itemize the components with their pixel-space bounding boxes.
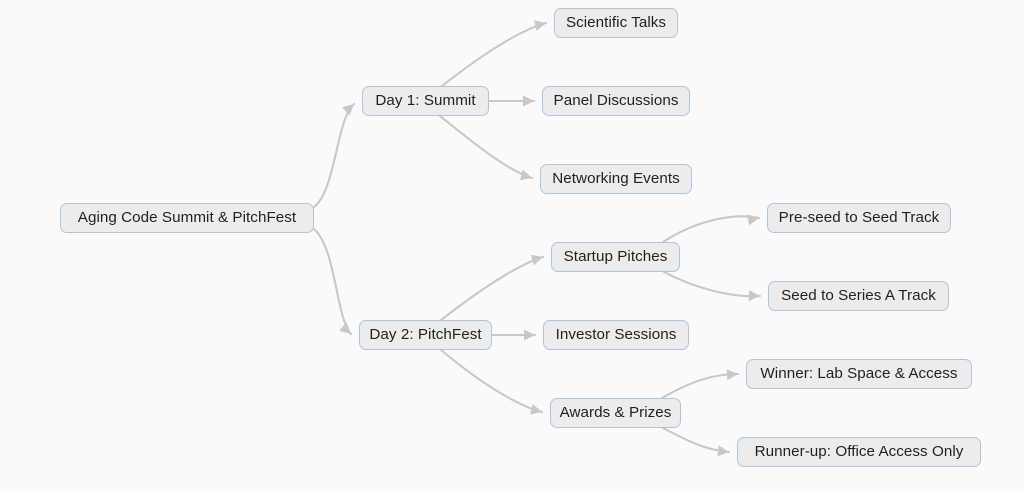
edge-day1-to-networking xyxy=(438,114,534,180)
node-label-investors: Investor Sessions xyxy=(555,326,677,344)
arrowhead-a-panels xyxy=(523,95,534,107)
arrowhead-a-pitches xyxy=(530,254,543,266)
edge-day2-to-pitches xyxy=(439,255,545,322)
arrowhead-a-awards xyxy=(529,404,542,415)
node-label-awards: Awards & Prizes xyxy=(559,404,672,422)
node-label-pitches: Startup Pitches xyxy=(563,248,668,266)
edge-root-to-day1 xyxy=(312,102,356,209)
arrowhead-a-networking xyxy=(519,169,532,181)
arrowhead-a-investors xyxy=(524,329,535,341)
arrowhead-a-runnerup xyxy=(717,445,729,457)
arrowhead-a-preseed xyxy=(747,214,759,226)
arrowhead-a-day1 xyxy=(342,104,354,116)
edge-awards-to-runnerup xyxy=(661,426,731,454)
edge-day1-to-talks xyxy=(440,21,548,88)
node-pitches[interactable]: Startup Pitches xyxy=(551,242,680,272)
node-runnerup[interactable]: Runner-up: Office Access Only xyxy=(737,437,981,467)
node-label-preseed: Pre-seed to Seed Track xyxy=(778,209,940,227)
arrowhead-a-seriesa xyxy=(748,290,760,302)
node-label-winner: Winner: Lab Space & Access xyxy=(760,365,958,383)
edge-awards-to-winner xyxy=(660,372,740,400)
node-day1[interactable]: Day 1: Summit xyxy=(362,86,489,116)
arrowhead-a-day2 xyxy=(339,322,351,334)
node-investors[interactable]: Investor Sessions xyxy=(543,320,689,350)
node-networking[interactable]: Networking Events xyxy=(540,164,692,194)
edge-root-to-day2 xyxy=(312,227,353,336)
node-label-day1: Day 1: Summit xyxy=(375,92,476,110)
node-talks[interactable]: Scientific Talks xyxy=(554,8,678,38)
node-label-seriesa: Seed to Series A Track xyxy=(781,287,936,305)
node-day2[interactable]: Day 2: PitchFest xyxy=(359,320,492,350)
node-seriesa[interactable]: Seed to Series A Track xyxy=(768,281,949,311)
node-awards[interactable]: Awards & Prizes xyxy=(550,398,681,428)
edge-pitches-to-seriesa xyxy=(662,270,762,298)
arrowhead-a-winner xyxy=(726,369,738,381)
edge-pitches-to-preseed xyxy=(661,215,761,244)
node-label-panels: Panel Discussions xyxy=(553,92,679,110)
node-label-runnerup: Runner-up: Office Access Only xyxy=(754,443,964,461)
node-root[interactable]: Aging Code Summit & PitchFest xyxy=(60,203,314,233)
node-label-networking: Networking Events xyxy=(552,170,680,188)
node-preseed[interactable]: Pre-seed to Seed Track xyxy=(767,203,951,233)
node-winner[interactable]: Winner: Lab Space & Access xyxy=(746,359,972,389)
node-label-root: Aging Code Summit & PitchFest xyxy=(77,209,297,227)
node-panels[interactable]: Panel Discussions xyxy=(542,86,690,116)
node-label-day2: Day 2: PitchFest xyxy=(369,326,482,344)
edge-day2-to-awards xyxy=(439,348,544,414)
node-label-talks: Scientific Talks xyxy=(565,14,667,32)
arrowhead-a-talks xyxy=(533,20,546,31)
